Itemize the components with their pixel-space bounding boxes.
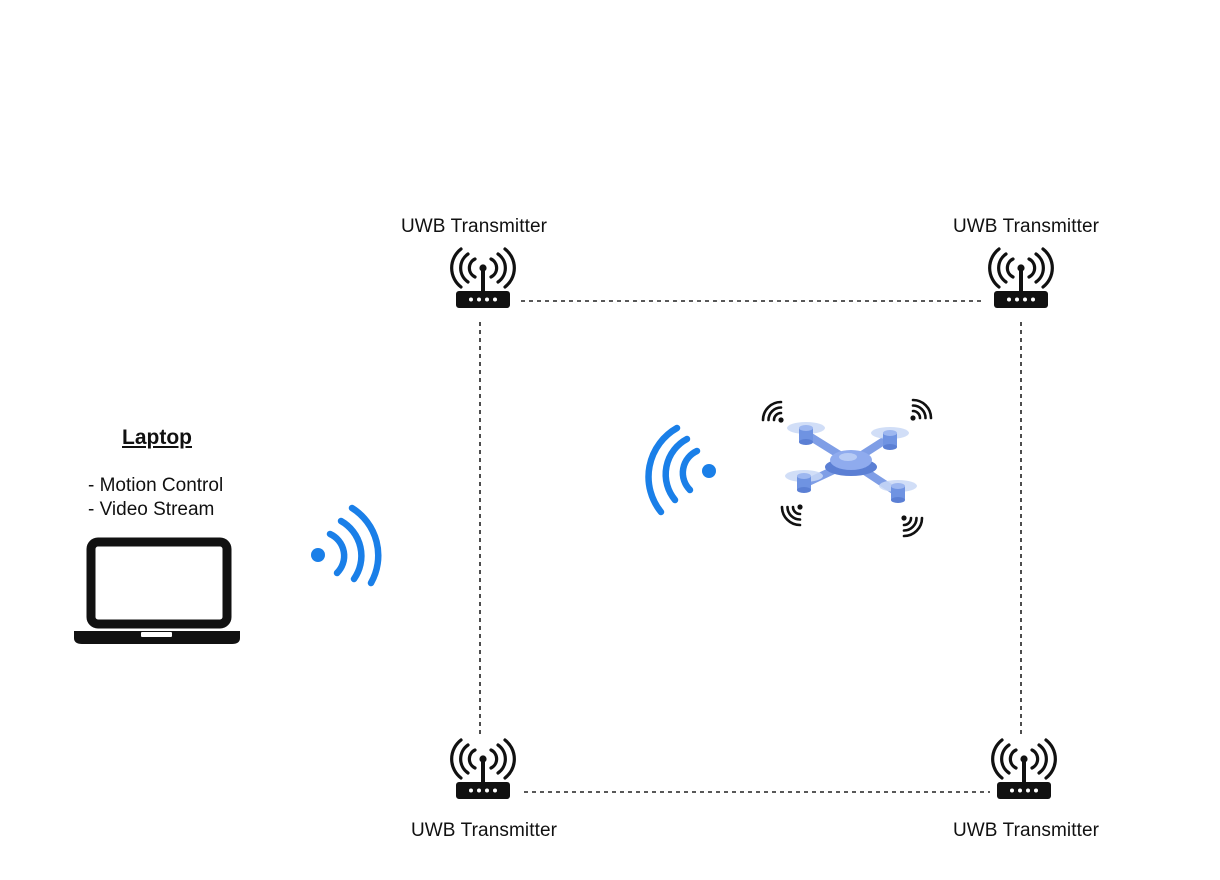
transmitter-label-bottom-left: UWB Transmitter [410, 820, 558, 841]
signal-icon [761, 400, 785, 424]
feature-item: - Video Stream [88, 499, 215, 520]
dashed-links [479, 300, 1022, 793]
wifi-signal-icon [645, 424, 716, 516]
laptop-icon [74, 537, 240, 644]
router-antenna-icon [450, 247, 516, 310]
feature-item: - Motion Control [88, 475, 224, 496]
transmitter-label-top-right: UWB Transmitter [952, 216, 1100, 237]
laptop-title: Laptop [122, 426, 192, 449]
drone-icon [761, 398, 933, 538]
signal-icon [909, 398, 933, 422]
laptop-wifi-signal-icon [311, 504, 382, 587]
laptop-feature-list: - Motion Control - Video Stream [88, 474, 223, 522]
router-antenna-icon [450, 738, 516, 801]
transmitter-label-top-left: UWB Transmitter [400, 216, 548, 237]
router-antenna-icon [988, 247, 1054, 310]
signal-icon [900, 514, 924, 538]
transmitter-label-bottom-right: UWB Transmitter [952, 820, 1100, 841]
signal-icon [780, 503, 804, 527]
router-antenna-icon [991, 738, 1057, 801]
